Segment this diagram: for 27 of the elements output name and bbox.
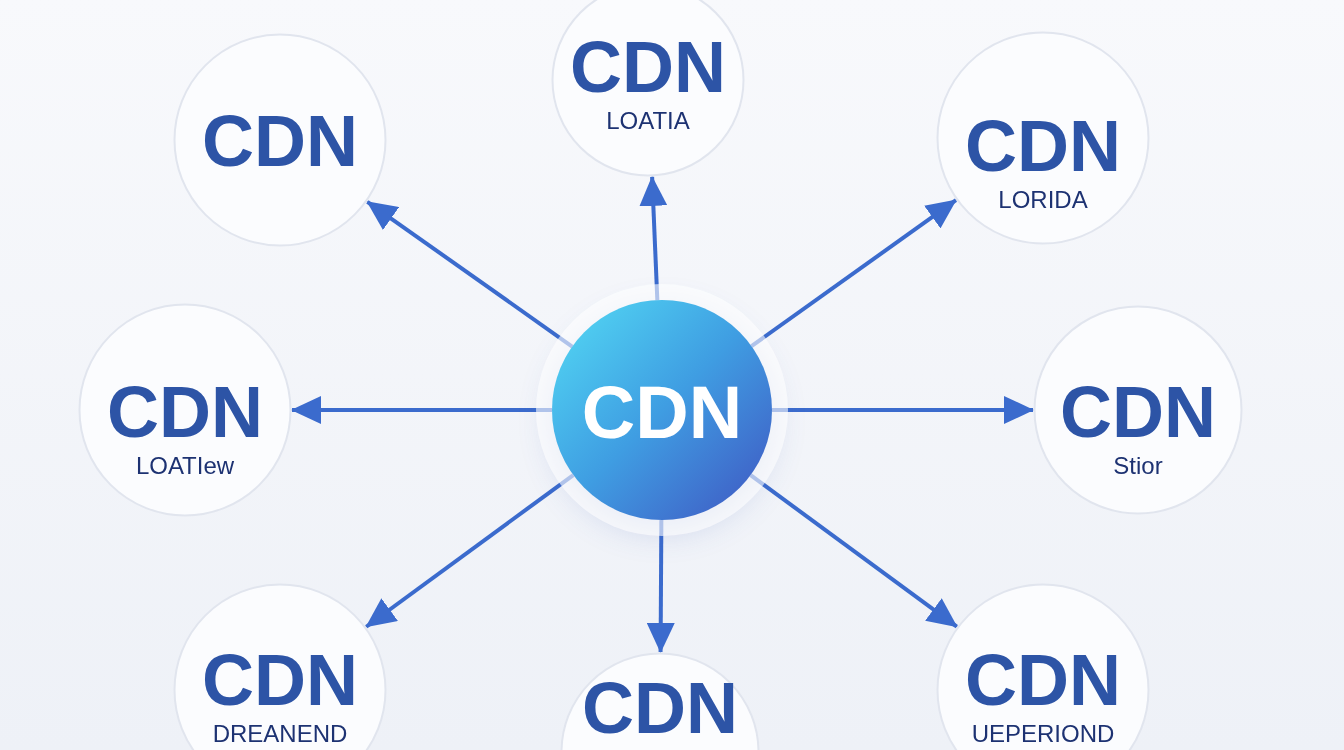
arrow [749,473,958,629]
arrow [365,473,575,629]
node-title: CDN [965,644,1121,716]
node-subtitle: DREANEND [212,722,348,746]
node-title: CDN [1060,376,1216,448]
node-circle [78,303,292,517]
arrow [772,396,1034,424]
node-title: CDN [570,31,726,103]
node-title: CDN [581,376,743,450]
node-title: CDN [202,644,358,716]
node-subtitle: LOATIew [135,454,235,478]
node-circle [1033,305,1243,515]
arrow [750,198,958,348]
arrow [646,520,675,653]
node-title: CDN [202,105,358,177]
node-circle [173,33,387,247]
arrow [366,200,574,349]
node-subtitle: Stior [1113,454,1163,478]
node-title: CDN [582,672,738,744]
node-title: CDN [107,376,263,448]
node-title: CDN [965,110,1121,182]
node-subtitle: LORIDA [998,188,1088,212]
node-subtitle: LOATIA [606,109,690,133]
node-circle [936,31,1150,245]
arrow [291,396,552,424]
node-subtitle: UEPERIOND [971,722,1115,746]
arrow [639,175,668,301]
